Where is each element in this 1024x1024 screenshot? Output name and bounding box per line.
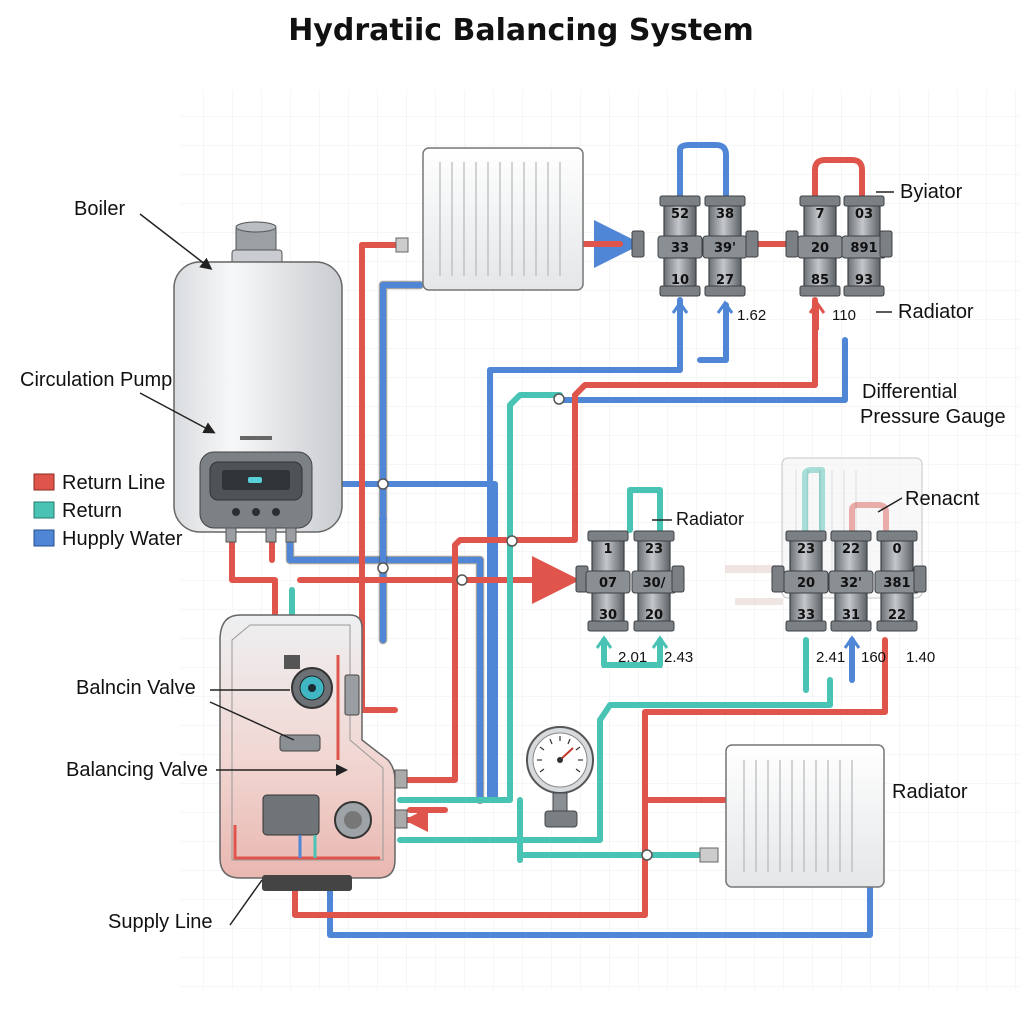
valve-fitting: [631, 230, 645, 258]
valve-value-mid: 39': [714, 241, 736, 256]
label-differential: Differential: [862, 381, 957, 403]
valve-value-mid: 32': [840, 576, 862, 591]
boiler: [173, 221, 343, 543]
flow-reading: 2.43: [664, 649, 693, 666]
label-boiler: Boiler: [74, 198, 125, 220]
balancing-valve[interactable]: 03 891 93: [841, 195, 887, 297]
label-pressure-gauge: Pressure Gauge: [860, 406, 1006, 428]
label-radiator-top: Radiator: [898, 301, 974, 323]
valve-fitting: [671, 565, 685, 593]
label-renacnt: Renacnt: [905, 488, 980, 510]
valve-fitting: [785, 230, 799, 258]
valve-value-top: 38: [716, 207, 734, 222]
legend-swatch: [33, 473, 55, 491]
valve-value-bottom: 10: [671, 273, 689, 288]
pump-motor: [262, 794, 320, 836]
label-balancin-valve: Balncin Valve: [76, 677, 196, 699]
valve-value-bottom: 85: [811, 273, 829, 288]
differential-pressure-gauge: [526, 726, 594, 828]
valve-value-bottom: 33: [797, 608, 815, 623]
valve-value-top: 03: [855, 207, 873, 222]
balancing-valve-body: [279, 734, 321, 752]
flow-arrow-icon: [651, 635, 669, 649]
flow-arrow-icon: [716, 300, 734, 314]
control-knob[interactable]: [272, 508, 280, 516]
valve-value-mid: 30/: [643, 576, 666, 591]
valve-value-top: 23: [797, 542, 815, 557]
valve-group-2: 7 20 85 03 891 93 110: [785, 195, 893, 330]
display-screen: [248, 477, 262, 483]
control-knob[interactable]: [252, 508, 260, 516]
valve-value-bottom: 22: [888, 608, 906, 623]
valve-fitting: [913, 565, 927, 593]
valve-fitting: [879, 230, 893, 258]
flow-arrow-icon: [379, 509, 387, 521]
valve-group-1: 52 33 10 38 39' 27 1.62: [631, 195, 766, 340]
flow-reading: 2.41: [816, 649, 845, 666]
legend-swatch: [33, 529, 55, 547]
valve-group-4: 23 20 33 22 32' 31 0 381 22 2.41 160 1.40: [771, 530, 935, 680]
balancing-valve[interactable]: 22 32' 31: [828, 530, 874, 632]
label-radiator-mid: Radiator: [676, 509, 744, 529]
valve-value-top: 23: [645, 542, 663, 557]
radiator-bottom: [699, 744, 885, 888]
legend-item-supply-water: Hupply Water: [33, 528, 183, 550]
pipe-junctions: [377, 393, 653, 861]
flow-arrow-icon: [843, 635, 861, 649]
label-radiator-bottom: Radiator: [892, 781, 968, 803]
balancing-valve[interactable]: 23 30/20: [631, 530, 677, 632]
flow-reading: 110: [832, 307, 856, 324]
valve-value-mid: 33: [671, 241, 689, 256]
flow-reading: 1.40: [906, 649, 935, 666]
valve-value-mid: 07: [599, 576, 617, 591]
legend-item-return-line: Return Line: [33, 472, 165, 494]
legend-item-return: Return: [33, 500, 122, 522]
valve-value-top: 22: [842, 542, 860, 557]
label-supply-line: Supply Line: [108, 911, 213, 933]
circulation-pump-unit: [219, 614, 408, 891]
valve-value-mid: 20: [811, 241, 829, 256]
callouts: Boiler Circulation Pump Balncin Valve Ba…: [20, 181, 1006, 933]
balancing-valve[interactable]: 38 39' 27: [702, 195, 748, 297]
boiler-control-panel: [199, 436, 313, 529]
radiator-top: [395, 147, 584, 291]
valve-group-3: 1 07 30 23 30/20 2.01 2.43: [575, 530, 693, 668]
legend-label: Return Line: [62, 472, 165, 494]
valve-value-bottom: 31: [842, 608, 860, 623]
valve-fitting: [771, 565, 785, 593]
balancing-valve[interactable]: 23 20 33: [783, 530, 829, 632]
flow-arrow-icon: [671, 300, 689, 314]
valve-fitting: [745, 230, 759, 258]
valve-value-mid: 381: [883, 576, 910, 591]
valve-value-top: 7: [815, 207, 824, 222]
label-byiator: Byiator: [900, 181, 963, 203]
flow-reading: 160: [861, 649, 886, 666]
legend-label: Return: [62, 500, 122, 522]
balancing-valve[interactable]: 52 33 10: [657, 195, 703, 297]
flow-arrow-icon: [808, 300, 826, 314]
valve-value-mid: 20: [797, 576, 815, 591]
label-balancing-valve: Balancing Valve: [66, 759, 208, 781]
legend: Return Line Return Hupply Water: [33, 472, 183, 550]
valve-value-top: 1: [603, 542, 612, 557]
legend-label: Hupply Water: [62, 528, 183, 550]
valve-value-top: 52: [671, 207, 689, 222]
label-circulation-pump: Circulation Pump: [20, 369, 172, 391]
flow-arrow-icon: [595, 635, 613, 649]
valve-value-mid: 891: [850, 241, 877, 256]
valve-value-bottom: 93: [855, 273, 873, 288]
balancing-valve[interactable]: 1 07 30: [585, 530, 631, 632]
legend-swatch: [33, 501, 55, 519]
flow-reading: 1.62: [737, 307, 766, 324]
valve-value-top: 0: [892, 542, 901, 557]
valve-value-bottom: 30: [599, 608, 617, 623]
balancing-valve[interactable]: 0 381 22: [874, 530, 920, 632]
valve-value-bottom: 20: [645, 608, 663, 623]
flow-reading: 2.01: [618, 649, 647, 666]
balancing-valve[interactable]: 7 20 85: [797, 195, 843, 297]
diagram-title: Hydratiic Balancing System: [288, 13, 754, 48]
valve-value-bottom: 27: [716, 273, 734, 288]
control-knob[interactable]: [232, 508, 240, 516]
